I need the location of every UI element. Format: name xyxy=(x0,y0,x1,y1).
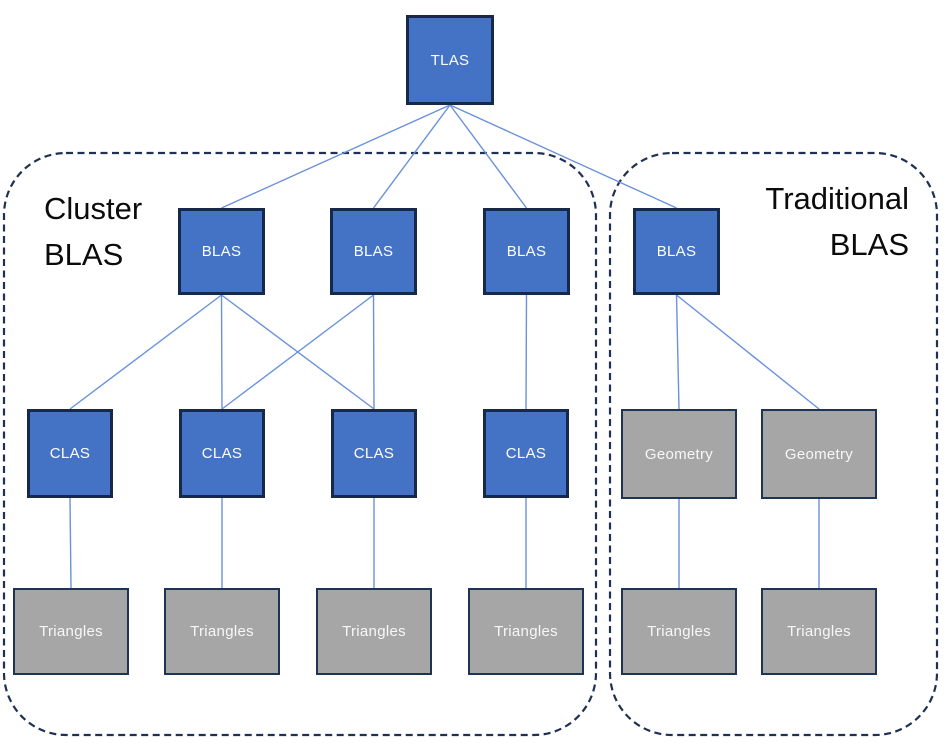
node-clas-2: CLAS xyxy=(179,409,265,498)
edge-blas-1-to-clas-2 xyxy=(220,294,223,410)
edge-blas-1-to-clas-1 xyxy=(69,294,222,410)
node-triangles-3-label: Triangles xyxy=(342,623,406,640)
node-blas-3-label: BLAS xyxy=(506,243,547,260)
node-triangles-6: Triangles xyxy=(761,588,877,675)
node-blas-2: BLAS xyxy=(330,208,417,295)
node-geometry-2: Geometry xyxy=(761,409,877,499)
node-geometry-1: Geometry xyxy=(621,409,737,499)
node-clas-2-label: CLAS xyxy=(201,445,243,462)
node-clas-1-label: CLAS xyxy=(49,445,91,462)
node-triangles-1: Triangles xyxy=(13,588,129,675)
container-traditional-outline xyxy=(608,151,939,737)
node-triangles-4-label: Triangles xyxy=(494,623,558,640)
node-blas-4-label: BLAS xyxy=(656,243,697,260)
node-geometry-1-label: Geometry xyxy=(644,445,714,463)
node-triangles-3: Triangles xyxy=(316,588,432,675)
node-clas-1: CLAS xyxy=(27,409,113,498)
cluster-blas-label-line2: BLAS xyxy=(44,237,124,272)
node-blas-2-label: BLAS xyxy=(353,243,394,260)
node-blas-3: BLAS xyxy=(483,208,570,295)
node-blas-1: BLAS xyxy=(178,208,265,295)
edge-tlas-to-blas-3 xyxy=(449,104,528,209)
traditional-blas-label: Traditional BLAS xyxy=(765,176,909,268)
node-triangles-2: Triangles xyxy=(164,588,280,675)
edge-tlas-to-blas-2 xyxy=(372,104,451,209)
node-blas-4: BLAS xyxy=(633,208,720,295)
node-geometry-2-label: Geometry xyxy=(784,445,854,463)
edge-tlas-to-blas-4 xyxy=(449,104,677,209)
edge-blas-3-to-clas-4 xyxy=(525,294,528,410)
node-tlas: TLAS xyxy=(406,15,494,105)
traditional-blas-label-line2: BLAS xyxy=(829,227,909,262)
edge-clas-1-to-triangles-1 xyxy=(69,497,72,589)
node-triangles-2-label: Triangles xyxy=(190,623,254,640)
edge-blas-2-to-clas-3 xyxy=(372,294,375,410)
edge-tlas-to-blas-1 xyxy=(221,104,451,209)
cluster-blas-label: Cluster BLAS xyxy=(44,186,142,278)
node-clas-3-label: CLAS xyxy=(353,445,395,462)
node-clas-4-label: CLAS xyxy=(505,445,547,462)
node-triangles-6-label: Triangles xyxy=(787,623,851,640)
node-tlas-label: TLAS xyxy=(430,51,470,69)
container-cluster-outline xyxy=(2,151,598,737)
traditional-blas-label-line1: Traditional xyxy=(765,181,909,216)
node-triangles-1-label: Triangles xyxy=(39,623,103,640)
cluster-blas-label-line1: Cluster xyxy=(44,191,143,226)
node-triangles-5: Triangles xyxy=(621,588,737,675)
node-clas-4: CLAS xyxy=(483,409,569,498)
node-triangles-5-label: Triangles xyxy=(647,623,711,640)
node-triangles-4: Triangles xyxy=(468,588,584,675)
edge-blas-4-to-geometry-2 xyxy=(676,294,820,410)
node-blas-1-label: BLAS xyxy=(201,243,242,260)
edge-blas-4-to-geometry-1 xyxy=(675,294,680,410)
edge-blas-2-to-clas-2 xyxy=(221,294,374,410)
node-clas-3: CLAS xyxy=(331,409,417,498)
